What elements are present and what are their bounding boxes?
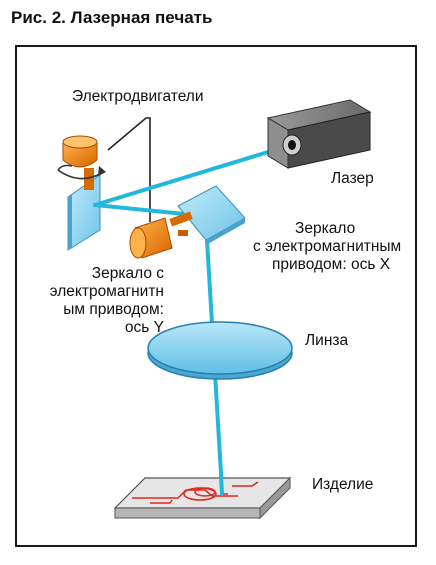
label-product: Изделие (312, 476, 374, 493)
laser-source (266, 99, 372, 169)
label-mirror-x-line1: Зеркало (295, 220, 356, 237)
label-mirror-y: Зеркало с электромагнитн ым приводом: ос… (28, 265, 164, 337)
label-mirror-x-line2: с электромагнитным (253, 238, 402, 255)
label-mirror-y-line3: ым приводом: (63, 301, 164, 318)
label-laser: Лазер (331, 170, 374, 187)
label-mirror-x-line3: приводом: ось Х (272, 256, 391, 273)
workpiece (113, 476, 292, 520)
lens (147, 321, 293, 380)
beam-impact (219, 474, 224, 496)
motor-y (57, 135, 106, 190)
label-lens: Линза (305, 332, 349, 349)
motor-leader-lines (107, 117, 151, 222)
label-mirror-y-line4: ось Y (124, 319, 164, 336)
engraved-pattern (132, 481, 259, 504)
label-mirror-y-line2: электромагнитн (49, 283, 164, 300)
label-motors: Электродвигатели (72, 88, 204, 105)
label-mirror-x: Зеркало с электромагнитным приводом: ось… (253, 220, 401, 274)
mirror-x (129, 185, 246, 259)
diagram-frame (15, 45, 417, 547)
label-mirror-y-line1: Зеркало с (91, 265, 164, 282)
figure-title: Рис. 2. Лазерная печать (11, 8, 213, 27)
